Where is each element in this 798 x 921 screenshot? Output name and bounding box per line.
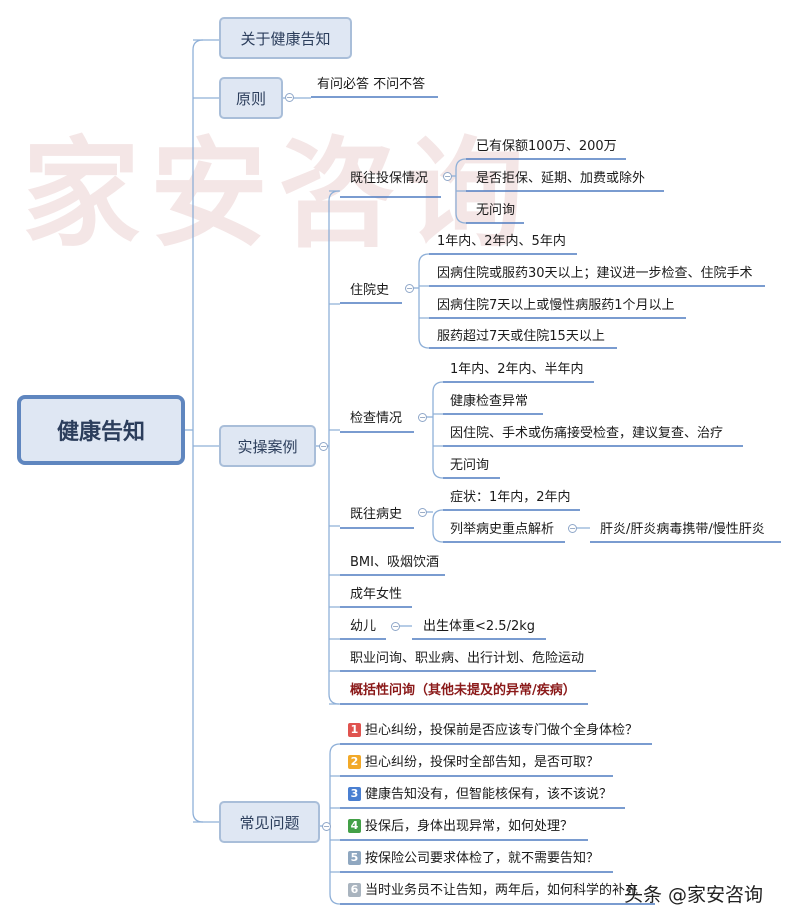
faq-item[interactable]: 6 当时业务员不让告知，两年后，如何科学的补充 xyxy=(348,882,638,900)
exam-item: 无问询 xyxy=(450,458,490,473)
node-cases[interactable]: 实操案例 xyxy=(219,425,316,467)
faq-item[interactable]: 1 担心纠纷，投保前是否应该专门做个全身体检？ xyxy=(348,722,638,740)
history-list-detail: 肝炎/肝炎病毒携带/慢性肝炎 xyxy=(600,522,765,537)
collapse-toggle-faq[interactable]: − xyxy=(322,822,331,831)
collapse-toggle-hospital[interactable]: − xyxy=(405,284,414,293)
hospital-item: 1年内、2年内、5年内 xyxy=(437,234,566,249)
faq-text: 按保险公司要求体检了，就不需要告知？ xyxy=(365,851,600,866)
watermark: 家安咨询 xyxy=(22,124,535,263)
node-general-inquiry[interactable]: 概括性问询（其他未提及的异常/疾病） xyxy=(350,683,576,698)
insured-item: 是否拒保、延期、加费或除外 xyxy=(476,171,646,186)
collapse-toggle-cases[interactable]: − xyxy=(319,442,328,451)
history-list[interactable]: 列举病史重点解析 xyxy=(450,522,555,537)
node-exam[interactable]: 检查情况 xyxy=(350,411,403,426)
source-watermark: 头条 @家安咨询 xyxy=(624,884,764,906)
exam-item: 健康检查异常 xyxy=(450,394,529,409)
number-badge: 3 xyxy=(348,787,361,801)
collapse-toggle-insured[interactable]: − xyxy=(443,172,452,181)
collapse-toggle-principle[interactable]: − xyxy=(285,93,294,102)
number-badge: 2 xyxy=(348,755,361,769)
collapse-toggle-history-list[interactable]: − xyxy=(568,524,577,533)
infant-detail: 出生体重<2.5/2kg xyxy=(423,619,535,634)
faq-text: 担心纠纷，投保时全部告知，是否可取？ xyxy=(365,755,600,770)
node-about[interactable]: 关于健康告知 xyxy=(219,17,352,59)
node-hospital-history[interactable]: 住院史 xyxy=(350,283,390,298)
insured-item: 已有保额100万、200万 xyxy=(476,139,617,154)
faq-item[interactable]: 2 担心纠纷，投保时全部告知，是否可取？ xyxy=(348,754,599,772)
node-disease-history[interactable]: 既往病史 xyxy=(350,507,403,522)
collapse-toggle-infant[interactable]: − xyxy=(391,622,400,631)
node-infant[interactable]: 幼儿 xyxy=(350,619,377,634)
hospital-item: 因病住院或服药30天以上；建议进一步检查、住院手术 xyxy=(437,266,753,281)
hospital-item: 服药超过7天或住院15天以上 xyxy=(437,329,605,344)
node-faq[interactable]: 常见问题 xyxy=(219,801,320,843)
number-badge: 6 xyxy=(348,883,361,897)
exam-item: 1年内、2年内、半年内 xyxy=(450,362,584,377)
faq-item[interactable]: 3 健康告知没有，但智能核保有，该不该说？ xyxy=(348,786,612,804)
hospital-item: 因病住院7天以上或慢性病服药1个月以上 xyxy=(437,298,675,313)
node-female[interactable]: 成年女性 xyxy=(350,587,403,602)
number-badge: 1 xyxy=(348,723,361,737)
node-bmi[interactable]: BMI、吸烟饮酒 xyxy=(350,555,439,570)
number-badge: 4 xyxy=(348,819,361,833)
node-insured-history[interactable]: 既往投保情况 xyxy=(350,171,429,186)
faq-text: 当时业务员不让告知，两年后，如何科学的补充 xyxy=(365,883,639,898)
number-badge: 5 xyxy=(348,851,361,865)
principle-rule: 有问必答 不问不答 xyxy=(317,77,426,92)
insured-item: 无问询 xyxy=(476,203,516,218)
node-principle[interactable]: 原则 xyxy=(219,77,283,119)
exam-item: 因住院、手术或伤痛接受检查，建议复查、治疗 xyxy=(450,426,724,441)
history-symptom: 症状：1年内，2年内 xyxy=(450,490,571,505)
root-node[interactable]: 健康告知 xyxy=(17,395,185,465)
faq-item[interactable]: 4 投保后，身体出现异常，如何处理？ xyxy=(348,818,573,836)
node-occupation[interactable]: 职业问询、职业病、出行计划、危险运动 xyxy=(350,651,585,666)
collapse-toggle-history[interactable]: − xyxy=(418,508,427,517)
faq-text: 健康告知没有，但智能核保有，该不该说？ xyxy=(365,787,613,802)
collapse-toggle-exam[interactable]: − xyxy=(418,413,427,422)
faq-item[interactable]: 5 按保险公司要求体检了，就不需要告知？ xyxy=(348,850,599,868)
faq-text: 担心纠纷，投保前是否应该专门做个全身体检？ xyxy=(365,723,639,738)
faq-text: 投保后，身体出现异常，如何处理？ xyxy=(365,819,574,834)
